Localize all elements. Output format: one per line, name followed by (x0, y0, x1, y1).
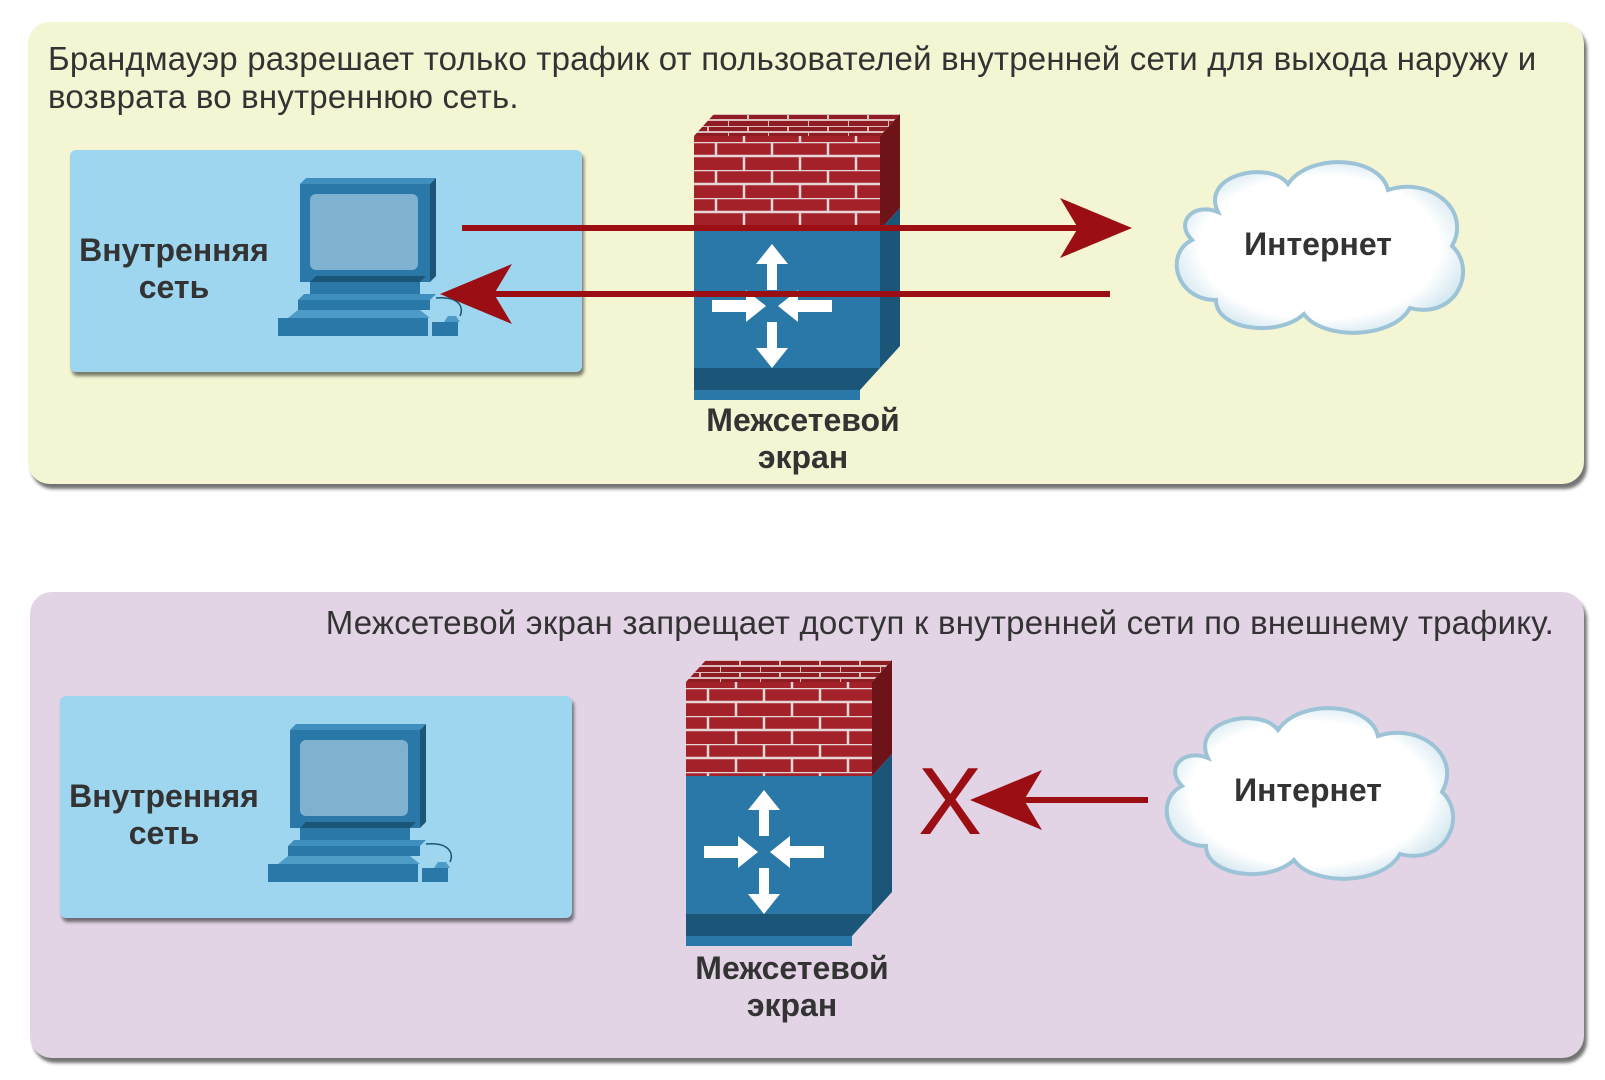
internet-label: Интернет (1234, 772, 1382, 808)
internet-cloud: Интернет (1150, 696, 1466, 888)
traffic-arrows (440, 198, 1132, 324)
internal-network-label-line2: сеть (128, 815, 200, 851)
internet-cloud: Интернет (1160, 150, 1476, 342)
firewall-router-icon (694, 114, 900, 400)
firewall-router-icon (686, 660, 892, 946)
blocked-traffic-arrow: X (918, 748, 1148, 855)
firewall-label: Межсетевой экран (653, 402, 953, 476)
internet-cloud-icon (1174, 160, 1465, 335)
internal-network-label: Внутренняя сеть (70, 232, 278, 306)
internal-network-label-line1: Внутренняя (79, 232, 269, 268)
blocked-traffic-caption: Межсетевой экран запрещает доступ к внут… (325, 604, 1554, 641)
allowed-traffic-caption: Брандмауэр разрешает только трафик от по… (48, 40, 1537, 115)
firewall-label-line2: экран (746, 987, 838, 1023)
internet-cloud-icon (1164, 706, 1455, 881)
desktop-computer-icon (268, 724, 453, 882)
allowed-traffic-panel: Брандмауэр разрешает только трафик от по… (28, 22, 1584, 484)
blocked-mark: X (918, 748, 982, 855)
blocked-traffic-panel: Межсетевой экран запрещает доступ к внут… (30, 592, 1584, 1058)
firewall-label-line2: экран (757, 439, 849, 475)
firewall-label-line1: Межсетевой (706, 402, 900, 438)
internal-network-label-line2: сеть (138, 269, 210, 305)
internal-network-box: Внутренняя сеть (70, 150, 582, 372)
internet-label: Интернет (1244, 226, 1392, 262)
internal-network-label-line1: Внутренняя (69, 778, 259, 814)
internal-network-label: Внутренняя сеть (60, 778, 268, 852)
desktop-computer-icon (278, 178, 463, 336)
internal-network-box: Внутренняя сеть (60, 696, 572, 918)
firewall-label: Межсетевой экран (642, 950, 942, 1024)
firewall-label-line1: Межсетевой (695, 950, 889, 986)
